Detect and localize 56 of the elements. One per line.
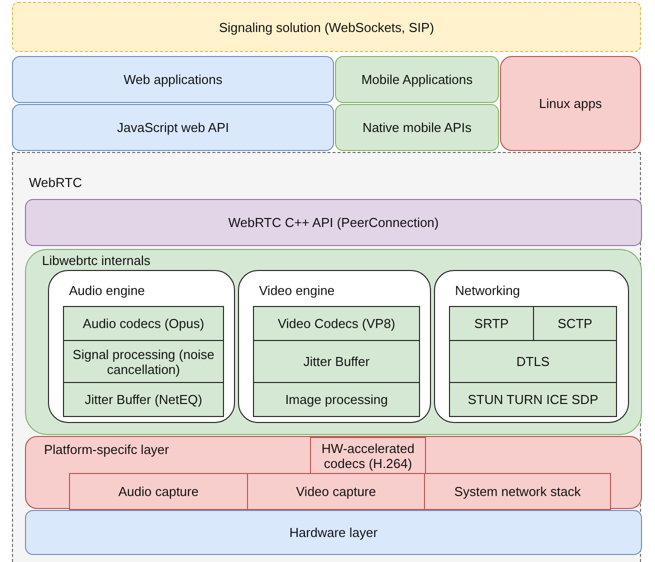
box-label: Jitter Buffer (NetEQ) xyxy=(84,392,204,407)
box-label: DTLS xyxy=(515,354,551,369)
engine-panel xyxy=(238,270,431,423)
box-label: Video capture xyxy=(295,484,377,499)
component-box xyxy=(247,473,425,510)
box-label: SCTP xyxy=(556,316,594,331)
box-label: Mobile Applications xyxy=(360,72,474,87)
box-label: STUN TURN ICE SDP xyxy=(466,392,600,407)
component-box xyxy=(310,437,426,474)
box-label: Video Codecs (VP8) xyxy=(276,316,396,331)
box-label: Signaling solution (WebSockets, SIP) xyxy=(218,20,436,34)
component-box xyxy=(63,382,224,417)
box-label: Hardware layer xyxy=(288,525,379,540)
layer-box xyxy=(12,104,334,151)
component-box xyxy=(449,340,617,383)
component-box xyxy=(449,382,617,417)
box-label: Image processing xyxy=(284,392,389,407)
component-box xyxy=(424,473,611,510)
component-box xyxy=(253,382,420,417)
hardware-layer-box xyxy=(25,510,642,555)
box-label: WebRTC C++ API (PeerConnection) xyxy=(227,215,440,230)
framework-panel xyxy=(12,152,641,562)
api-layer-box xyxy=(25,199,642,246)
internals-panel xyxy=(25,249,642,435)
engine-panel xyxy=(48,270,235,423)
component-box xyxy=(69,473,248,510)
box-label: Linux apps xyxy=(538,96,603,111)
component-box xyxy=(449,306,534,341)
platform-layer-panel xyxy=(25,436,642,509)
box-label: SRTP xyxy=(473,316,510,331)
panel-heading: Audio engine xyxy=(69,283,145,298)
layer-box xyxy=(12,56,334,103)
box-label: Web applications xyxy=(122,72,224,87)
layer-box xyxy=(335,104,499,151)
box-label: Jitter Buffer xyxy=(302,354,371,369)
component-box xyxy=(63,340,224,383)
component-box xyxy=(63,306,224,341)
panel-heading: Libwebrtc internals xyxy=(42,253,150,268)
layer-box xyxy=(335,56,499,103)
box-label: Signal processing (noise cancellation) xyxy=(72,346,216,376)
box-label: HW-accelerated codecs (H.264) xyxy=(320,440,416,470)
signaling-layer-box xyxy=(12,2,641,52)
component-box xyxy=(533,306,617,341)
panel-heading: Networking xyxy=(455,283,520,298)
box-label: Audio capture xyxy=(117,484,200,499)
component-box xyxy=(253,340,420,383)
engine-panel xyxy=(434,270,629,423)
component-box xyxy=(253,306,420,341)
box-label: JavaScript web API xyxy=(116,120,230,135)
panel-heading: Platform-specifc layer xyxy=(44,442,169,457)
panel-heading: WebRTC xyxy=(29,175,82,190)
box-label: System network stack xyxy=(453,484,582,499)
box-label: Native mobile APIs xyxy=(361,120,473,135)
box-label: Audio codecs (Opus) xyxy=(82,316,206,331)
layer-box xyxy=(500,56,641,151)
panel-heading: Video engine xyxy=(259,283,335,298)
